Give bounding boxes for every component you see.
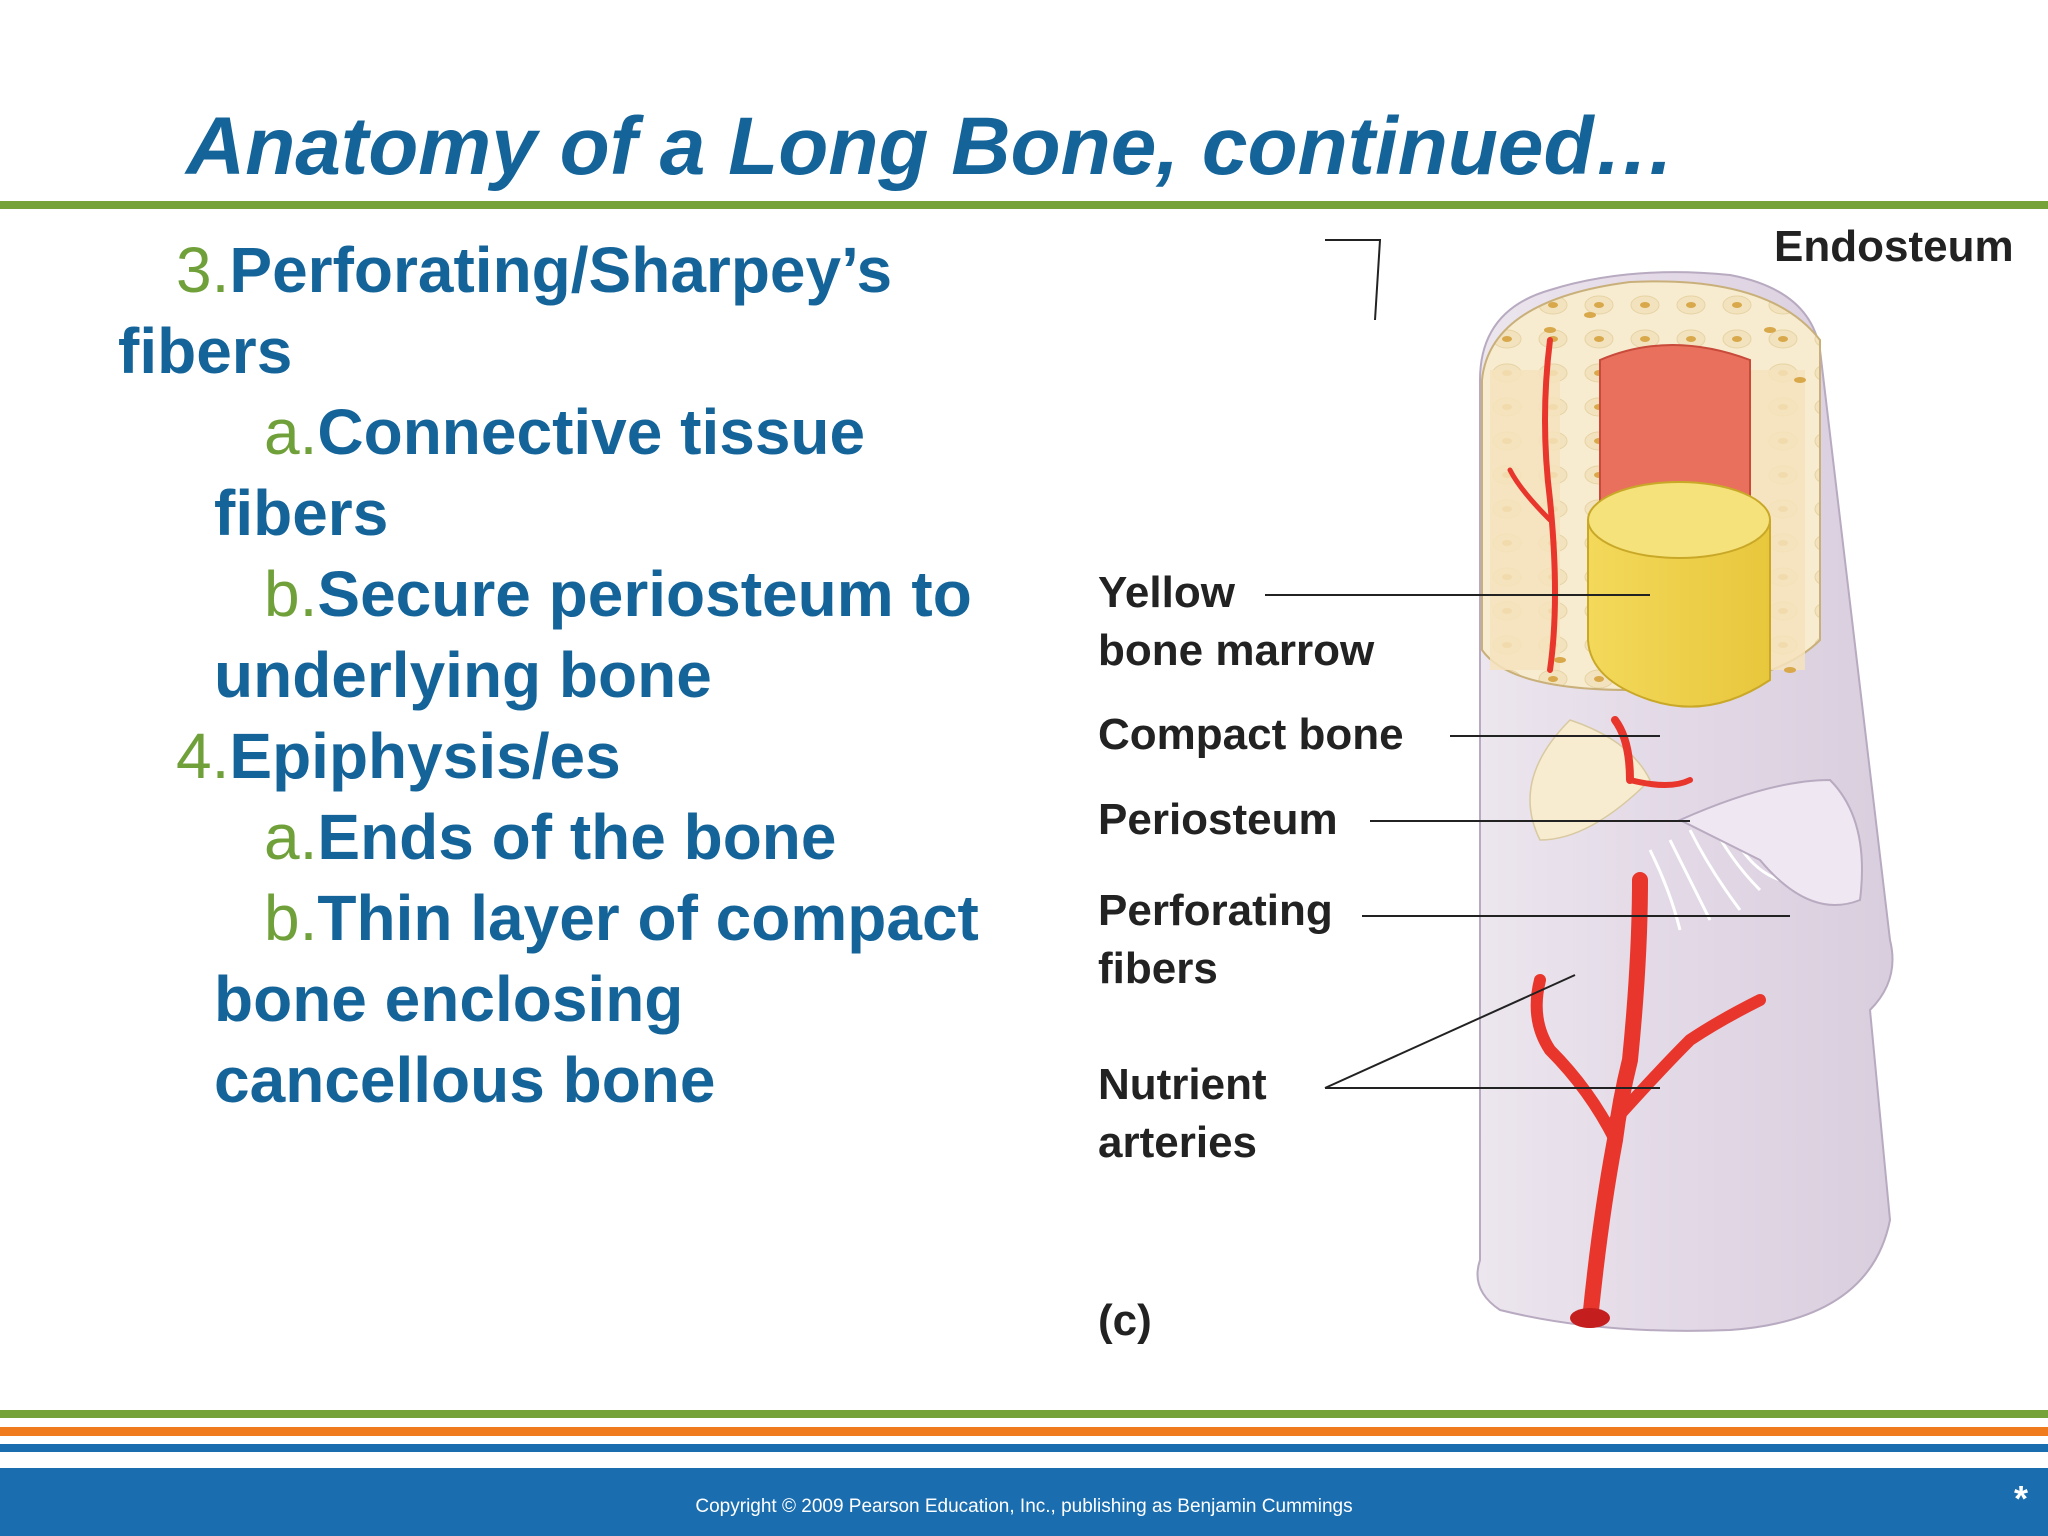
label-yellow-marrow-1: Yellow — [1098, 568, 1235, 617]
list-item-4b-continuation-2: cancellous bone — [214, 1044, 716, 1116]
label-endosteum: Endosteum — [1774, 222, 2014, 271]
leader-lines — [1265, 239, 1790, 1089]
label-periosteum: Periosteum — [1098, 795, 1338, 844]
compact-cutaway — [1529, 719, 1651, 841]
yellow-marrow-top — [1587, 481, 1771, 559]
label-perforating-2: fibers — [1098, 944, 1218, 993]
long-bone-illustration — [1265, 239, 1894, 1332]
copyright-text: Copyright © 2009 Pearson Education, Inc.… — [695, 1496, 1353, 1517]
title-divider — [0, 201, 2048, 209]
label-perforating-1: Perforating — [1098, 886, 1333, 935]
list-item-3b-continuation: underlying bone — [214, 639, 712, 711]
list-item-4: 4.Epiphysis/es — [176, 720, 621, 792]
label-nutrient-2: arteries — [1098, 1118, 1258, 1167]
footer-stripe-green — [0, 1410, 2048, 1418]
nutrient-arteries-shape — [1507, 337, 1766, 1328]
slide-title: Anatomy of a Long Bone, continued… — [186, 101, 1676, 192]
artery-opening — [1570, 1308, 1610, 1328]
footer-stripe-blue — [0, 1444, 2048, 1452]
list-item-4b: b.Thin layer of compact — [264, 882, 979, 954]
long-bone-figure: Endosteum Yellow bone marrow Compact bon… — [1070, 220, 2048, 1360]
list-item-3: 3.Perforating/Sharpey’s — [176, 234, 893, 306]
list-item-4b-continuation-1: bone enclosing — [214, 963, 684, 1035]
list-item-3a-continuation: fibers — [214, 477, 389, 549]
label-nutrient-1: Nutrient — [1098, 1060, 1267, 1109]
label-compact-bone: Compact bone — [1098, 710, 1404, 759]
osteon-dots — [1544, 312, 1806, 673]
slide-marker: * — [2013, 1478, 2028, 1519]
footer-bar — [0, 1468, 2048, 1536]
list-item-3b: b.Secure periosteum to — [264, 558, 972, 630]
footer-stripe-orange — [0, 1427, 2048, 1436]
list-item-4a: a.Ends of the bone — [264, 801, 837, 873]
list-item-3a: a.Connective tissue — [264, 396, 866, 468]
periosteum-flap — [1677, 778, 1863, 906]
label-yellow-marrow-2: bone marrow — [1098, 626, 1375, 675]
list-item-3-continuation: fibers — [118, 315, 293, 387]
label-panel-c: (c) — [1098, 1296, 1152, 1345]
